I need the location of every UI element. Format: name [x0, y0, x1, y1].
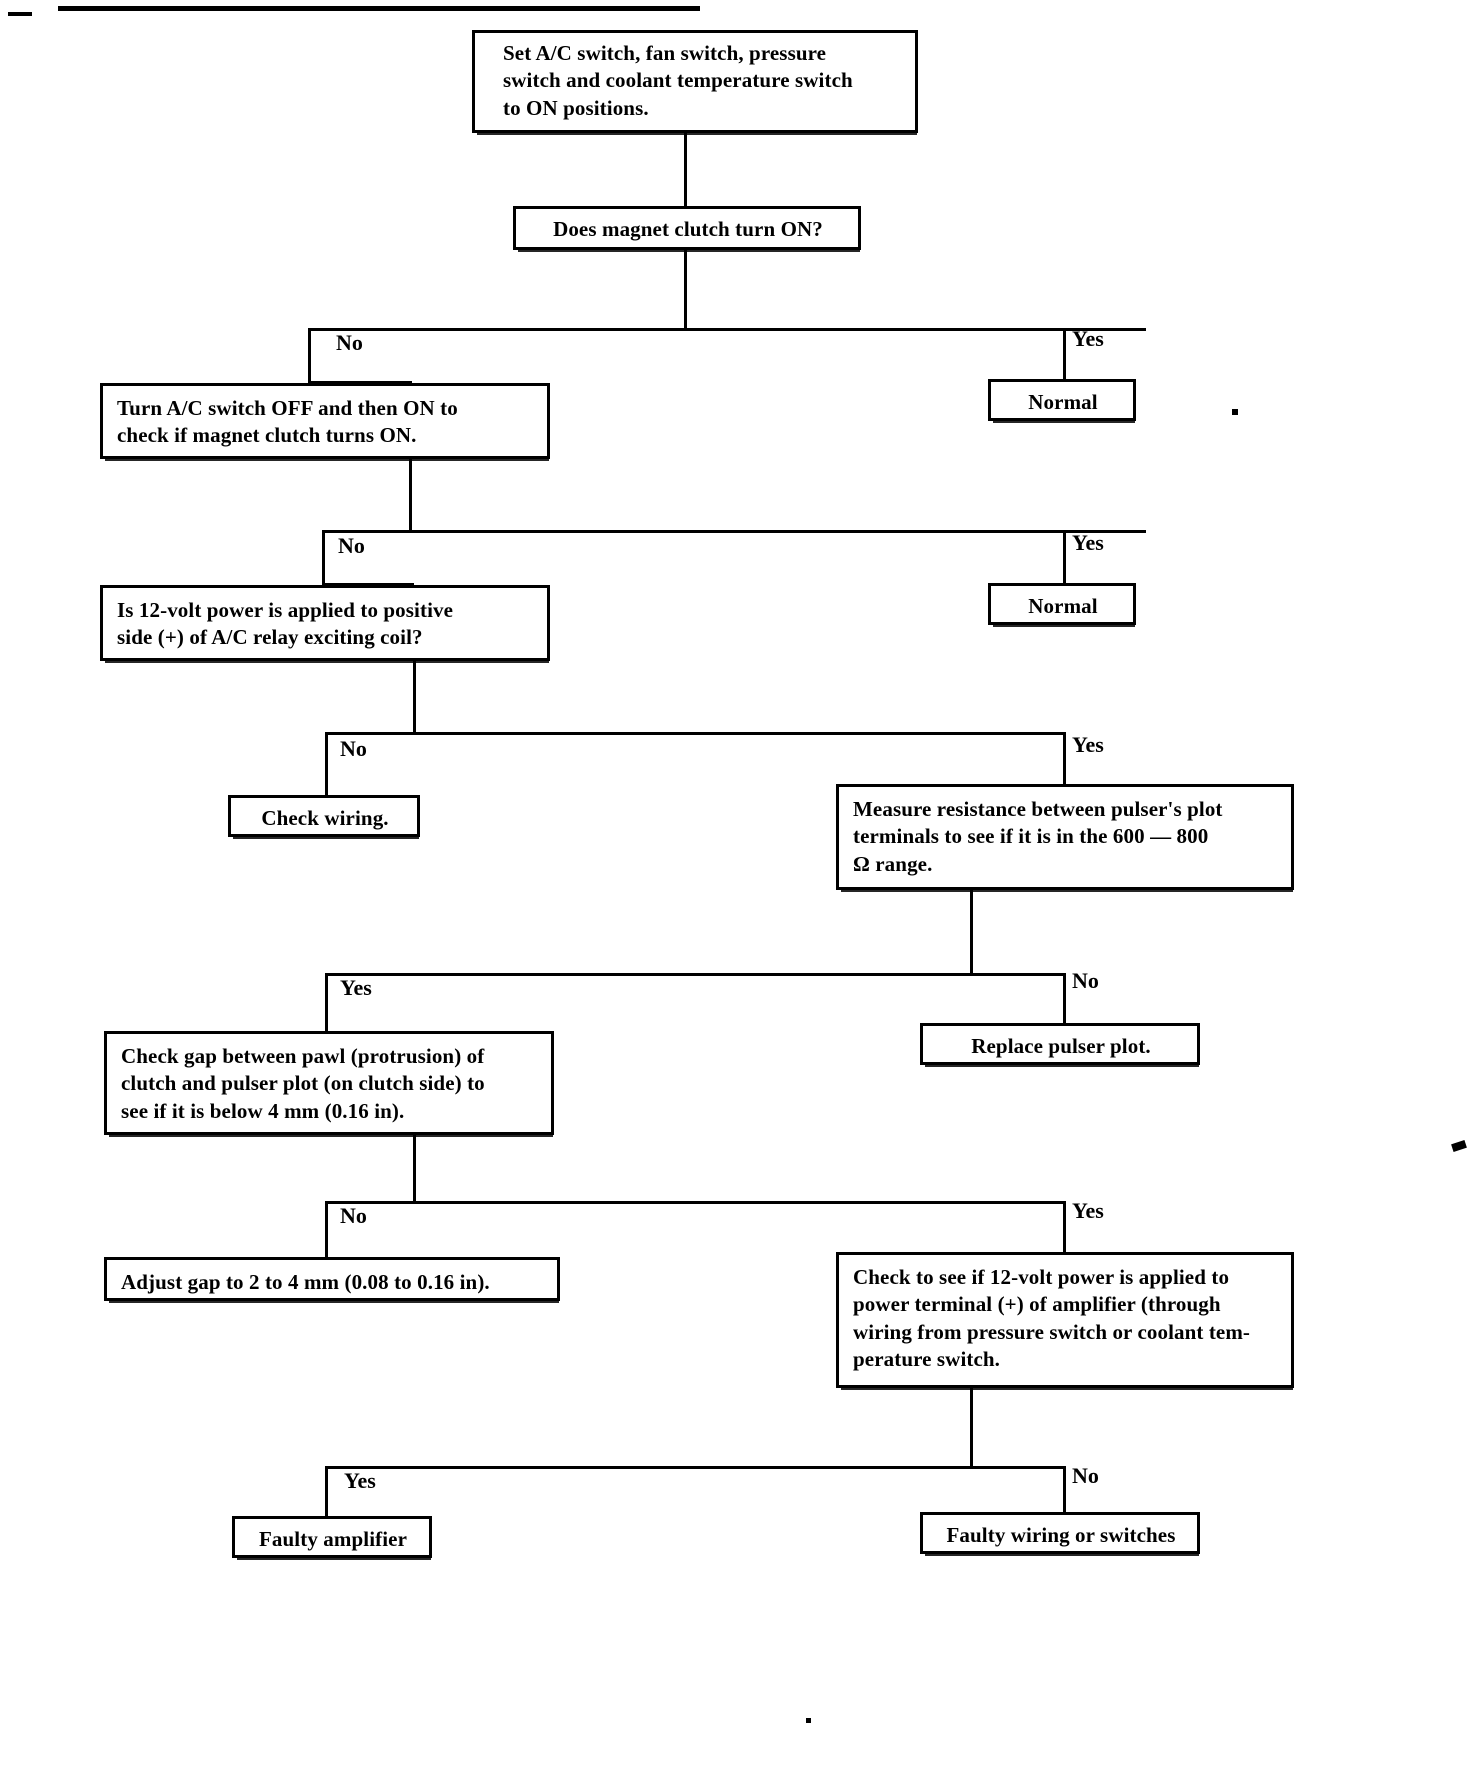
- node-normal-2-line-0: Normal: [1028, 594, 1098, 618]
- node-adjust-gap: Adjust gap to 2 to 4 mm (0.08 to 0.16 in…: [104, 1257, 560, 1303]
- node-check-wiring: Check wiring.: [228, 795, 420, 839]
- page-margin-tick-left: [8, 12, 32, 16]
- node-normal-1-line-0: Normal: [1028, 390, 1098, 414]
- bus-split-3: [325, 732, 1065, 735]
- node-start-line-0: Set A/C switch, fan switch, pressure: [503, 41, 827, 65]
- node-adjust-gap-line-0: Adjust gap to 2 to 4 mm (0.08 to 0.16 in…: [121, 1270, 490, 1294]
- node-check-gap-line-1: clutch and pulser plot (on clutch side) …: [121, 1071, 485, 1096]
- connector-1-left-jog: [308, 381, 412, 384]
- connector-start-to-q1: [684, 133, 687, 206]
- node-q-12v-relay-line-1: side (+) of A/C relay exciting coil?: [117, 625, 423, 650]
- connector-3-left-jog: [325, 793, 326, 796]
- node-check-wiring-line-0: Check wiring.: [261, 806, 389, 830]
- node-faulty-wiring-line-0: Faulty wiring or switches: [946, 1523, 1176, 1547]
- node-measure-resistance-line-1: terminals to see if it is in the 600 — 8…: [853, 824, 1209, 849]
- node-replace-pulser: Replace pulser plot.: [920, 1023, 1200, 1067]
- page-speck-right-lower: [1451, 1140, 1467, 1152]
- node-faulty-wiring: Faulty wiring or switches: [920, 1512, 1200, 1556]
- page-top-rule: [58, 6, 700, 11]
- branch-label-2-yes: Yes: [1072, 530, 1104, 555]
- node-check-amp-power-line-3: perature switch.: [853, 1346, 1001, 1371]
- branch-label-3-yes: Yes: [1072, 732, 1104, 757]
- bus-split-6-right-drop: [1063, 1466, 1066, 1516]
- bus-split-2-left-drop: [322, 530, 325, 585]
- node-start-line-1: switch and coolant temperature switch: [503, 68, 853, 93]
- connector-2-left-jog: [322, 583, 414, 586]
- node-q-12v-relay: Is 12-volt power is applied to positive …: [100, 585, 550, 663]
- page-speck-bottom-center: [806, 1718, 811, 1723]
- node-normal-2: Normal: [988, 583, 1136, 627]
- branch-label-5-no: No: [340, 1203, 367, 1228]
- node-faulty-amplifier: Faulty amplifier: [232, 1516, 432, 1560]
- bus-split-2-right-drop: [1063, 530, 1066, 583]
- bus-split-5: [325, 1201, 1065, 1204]
- node-turn-off-on-line-0: Turn A/C switch OFF and then ON to: [117, 396, 458, 420]
- node-measure-resistance-line-2: Ω range.: [853, 851, 933, 876]
- bus-split-6: [325, 1466, 1065, 1469]
- bus-split-1-left-drop: [308, 328, 311, 381]
- node-turn-off-on: Turn A/C switch OFF and then ON to check…: [100, 383, 550, 461]
- node-q-clutch-on: Does magnet clutch turn ON?: [513, 206, 861, 252]
- bus-split-3-left-drop: [325, 732, 328, 795]
- connector-turnoffon-down: [409, 459, 412, 532]
- node-check-amp-power: Check to see if 12-volt power is applied…: [836, 1252, 1294, 1390]
- branch-label-1-no: No: [336, 330, 363, 355]
- branch-label-5-yes: Yes: [1072, 1198, 1104, 1223]
- node-normal-1: Normal: [988, 379, 1136, 423]
- node-replace-pulser-line-0: Replace pulser plot.: [971, 1034, 1151, 1058]
- node-check-gap-line-0: Check gap between pawl (protrusion) of: [121, 1044, 485, 1068]
- connector-amppower-down: [970, 1388, 973, 1468]
- branch-label-4-no: No: [1072, 968, 1099, 993]
- connector-checkgap-down: [413, 1135, 416, 1203]
- bus-split-5-left-drop: [325, 1201, 328, 1259]
- node-measure-resistance: Measure resistance between pulser's plot…: [836, 784, 1294, 892]
- node-start-line-2: to ON positions.: [503, 95, 649, 120]
- node-check-gap: Check gap between pawl (protrusion) of c…: [104, 1031, 554, 1137]
- node-check-amp-power-line-0: Check to see if 12-volt power is applied…: [853, 1265, 1230, 1289]
- branch-label-6-no: No: [1072, 1463, 1099, 1488]
- bus-split-4: [325, 973, 1065, 976]
- bus-split-1-right-drop: [1063, 328, 1066, 379]
- node-q-clutch-on-line-0: Does magnet clutch turn ON?: [553, 217, 823, 241]
- page-speck-right-upper: [1232, 409, 1238, 415]
- branch-label-2-no: No: [338, 533, 365, 558]
- bus-split-4-left-drop: [325, 973, 328, 1033]
- node-turn-off-on-line-1: check if magnet clutch turns ON.: [117, 423, 417, 448]
- node-measure-resistance-line-0: Measure resistance between pulser's plot: [853, 797, 1223, 821]
- connector-q12v-down: [413, 661, 416, 734]
- node-check-amp-power-line-2: wiring from pressure switch or coolant t…: [853, 1319, 1251, 1344]
- node-check-gap-line-2: see if it is below 4 mm (0.16 in).: [121, 1098, 405, 1123]
- node-check-amp-power-line-1: power terminal (+) of amplifier (through: [853, 1292, 1221, 1317]
- bus-split-2: [322, 530, 1146, 533]
- bus-split-6-left-drop: [325, 1466, 328, 1526]
- node-q-12v-relay-line-0: Is 12-volt power is applied to positive: [117, 598, 454, 622]
- bus-split-3-right-drop: [1063, 732, 1066, 784]
- connector-measure-down: [970, 890, 973, 975]
- node-faulty-amplifier-line-0: Faulty amplifier: [259, 1527, 407, 1551]
- branch-label-1-yes: Yes: [1072, 326, 1104, 351]
- branch-label-3-no: No: [340, 736, 367, 761]
- bus-split-4-right-drop: [1063, 973, 1066, 1023]
- bus-split-5-right-drop: [1063, 1201, 1066, 1252]
- node-start: Set A/C switch, fan switch, pressure swi…: [472, 30, 918, 135]
- connector-q1-down: [684, 250, 687, 330]
- branch-label-6-yes: Yes: [344, 1468, 376, 1493]
- bus-split-1: [308, 328, 1146, 331]
- branch-label-4-yes: Yes: [340, 975, 372, 1000]
